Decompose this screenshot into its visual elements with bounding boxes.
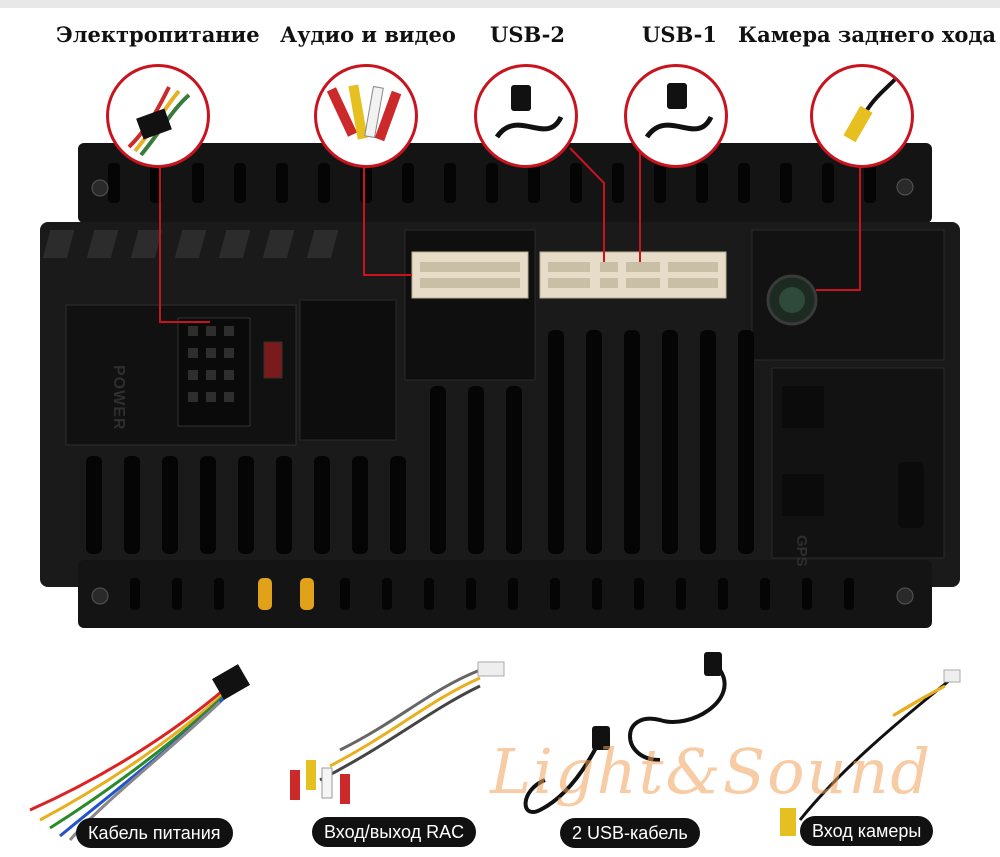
- accessories-illustration: [29, 652, 961, 841]
- power-marking: POWER: [110, 365, 127, 431]
- watermark-logo: Light&Sound: [490, 735, 933, 808]
- usb-cable-icon: [494, 85, 564, 139]
- label-usb2: USB-2: [490, 22, 565, 47]
- top-border: [0, 0, 1000, 8]
- usb-cable-icon-2: [644, 83, 714, 139]
- camera-connector-zoom: [810, 64, 914, 168]
- label-usb1: USB-1: [642, 22, 717, 47]
- accessory-label-camera: Вход камеры: [800, 816, 934, 846]
- usb-cables-icon: [523, 668, 727, 814]
- accessory-label-usb: 2 USB-кабель: [560, 818, 700, 848]
- camera-cable-icon: [798, 678, 951, 821]
- usb1-connector-zoom: [624, 64, 728, 168]
- rca-connector-zoom: [314, 64, 418, 168]
- gps-marking: GPS: [793, 535, 810, 567]
- label-power: Электропитание: [56, 22, 260, 47]
- rca-plugs-icon: [326, 84, 402, 142]
- usb2-connector-zoom: [474, 64, 578, 168]
- power-cable-icon: [29, 678, 236, 841]
- label-audio-video: Аудио и видео: [280, 22, 456, 47]
- rca-cable-icon: [319, 668, 481, 782]
- accessory-label-rca: Вход/выход RAC: [312, 817, 477, 847]
- power-connector-zoom: [106, 64, 210, 168]
- label-rear-camera: Камера заднего хода: [738, 22, 996, 47]
- power-connector-icon: [127, 86, 191, 157]
- accessory-label-power-cable: Кабель питания: [76, 818, 233, 848]
- camera-rca-icon: [843, 73, 901, 143]
